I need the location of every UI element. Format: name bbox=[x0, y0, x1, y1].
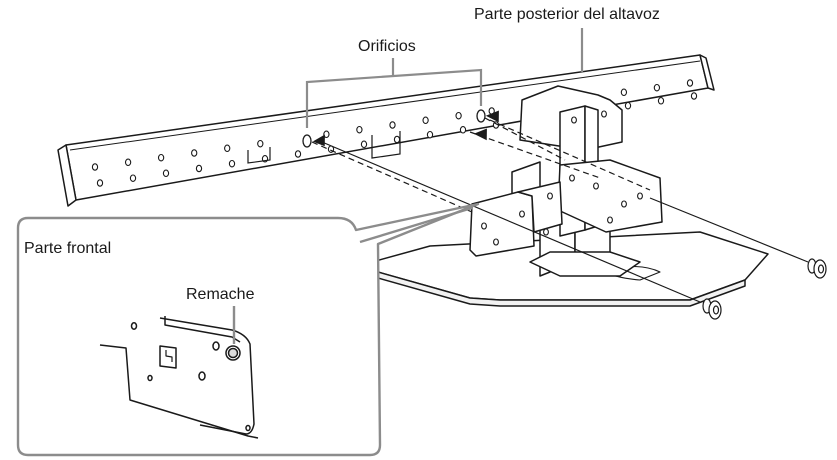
speaker-screw-dot bbox=[455, 111, 462, 120]
speaker-screw-dot bbox=[91, 163, 99, 171]
mounting-hole-left bbox=[302, 134, 312, 148]
screw-left bbox=[702, 298, 722, 320]
detail-hole-2 bbox=[212, 341, 220, 351]
speaker-screw-dot bbox=[228, 159, 236, 168]
bracket-hole bbox=[601, 110, 607, 118]
speaker-screw-dot bbox=[624, 101, 632, 110]
mounting-hole-right bbox=[476, 109, 486, 123]
speaker-screw-dot bbox=[393, 135, 401, 144]
screw-right-slot bbox=[817, 264, 825, 274]
detail-hole-4 bbox=[147, 374, 153, 382]
leader-lines bbox=[305, 28, 584, 128]
speaker-screw-dot bbox=[157, 153, 165, 162]
speaker-top-edge-line bbox=[69, 60, 701, 151]
bracket-hole bbox=[547, 192, 553, 200]
screw-guide-right bbox=[649, 197, 809, 263]
speaker-left-end bbox=[57, 144, 77, 207]
bracket-hole bbox=[593, 182, 599, 190]
detail-hole-1 bbox=[130, 322, 138, 330]
speaker-screw-dot bbox=[389, 121, 396, 129]
detail-bracket bbox=[99, 316, 259, 439]
speaker-screw-dot bbox=[620, 88, 628, 97]
dash-left-to-bracket bbox=[311, 141, 473, 213]
detail-bracket-body-edge bbox=[99, 344, 259, 439]
screw-left-slot bbox=[712, 305, 720, 315]
dash-right-to-screw bbox=[489, 119, 651, 191]
bracket-hole bbox=[621, 200, 627, 208]
bracket-hole bbox=[569, 174, 575, 182]
speaker-screw-dot bbox=[657, 97, 665, 105]
dash-mid bbox=[469, 131, 601, 179]
stand-bracket-left bbox=[469, 181, 563, 257]
speaker-screw-dot bbox=[257, 139, 264, 148]
detail-bracket-flange bbox=[164, 316, 241, 343]
bracket-hole bbox=[493, 238, 499, 246]
bracket-hole bbox=[571, 116, 577, 124]
left-bracket-plate bbox=[469, 191, 535, 257]
speaker-screw-dot bbox=[323, 130, 330, 139]
bracket-hole bbox=[607, 216, 613, 224]
bracket-holes bbox=[481, 110, 643, 246]
recess-left bbox=[247, 147, 271, 164]
arrow-left-hole bbox=[312, 134, 325, 147]
detail-slot bbox=[159, 345, 177, 369]
arrows bbox=[312, 110, 499, 147]
detail-hole-5 bbox=[245, 424, 251, 432]
column-foot bbox=[529, 251, 641, 277]
speaker-screw-dot bbox=[294, 150, 302, 158]
speaker-screw-dot bbox=[191, 149, 198, 157]
callout-pointer bbox=[359, 206, 473, 244]
detail-hole-3 bbox=[198, 371, 206, 381]
speaker-screw-dot bbox=[426, 130, 434, 139]
dash-right-to-bracket bbox=[484, 117, 566, 161]
front-detail-callout bbox=[16, 202, 480, 457]
speaker-screw-dot bbox=[653, 83, 661, 92]
rivet-inner bbox=[227, 347, 239, 359]
detail-slot-notch bbox=[165, 350, 173, 362]
speaker-screw-dot bbox=[224, 144, 231, 153]
speaker-screw-dot bbox=[356, 125, 363, 134]
speaker-right-end bbox=[699, 54, 715, 91]
speaker-screw-dot bbox=[162, 169, 170, 178]
speaker-screw-dot bbox=[129, 174, 137, 182]
bracket-hole bbox=[543, 228, 549, 236]
speaker-recesses bbox=[247, 131, 401, 164]
arrow-right-hole bbox=[485, 110, 499, 123]
label-holes: Orificios bbox=[358, 38, 416, 55]
bracket-hole bbox=[637, 192, 643, 200]
screw-guide-left bbox=[321, 141, 701, 303]
speaker-screw-dot bbox=[195, 164, 203, 173]
mounting-holes bbox=[302, 109, 486, 148]
speaker-screw-dot bbox=[96, 179, 104, 187]
speaker-screw-dot bbox=[124, 158, 132, 167]
arrow-mid-hole bbox=[473, 128, 487, 141]
recess-center bbox=[371, 131, 401, 159]
speaker-screw-dot bbox=[422, 116, 429, 125]
bracket-hole bbox=[519, 210, 525, 218]
alignment-lines bbox=[311, 117, 809, 303]
speaker-screw-dot bbox=[686, 79, 694, 87]
label-front: Parte frontal bbox=[24, 240, 112, 257]
label-speaker-rear: Parte posterior del altavoz bbox=[474, 6, 660, 23]
speaker-screw-dot bbox=[360, 140, 368, 149]
detail-bracket-outline bbox=[159, 317, 255, 435]
speaker-screw-dot bbox=[459, 126, 467, 134]
callout-frame bbox=[16, 202, 480, 457]
bracket-hole bbox=[481, 222, 487, 230]
screw-right bbox=[807, 258, 827, 279]
stand-base-edge bbox=[377, 271, 746, 307]
label-rivet: Remache bbox=[186, 286, 255, 303]
speaker-screw-dot bbox=[690, 92, 698, 100]
